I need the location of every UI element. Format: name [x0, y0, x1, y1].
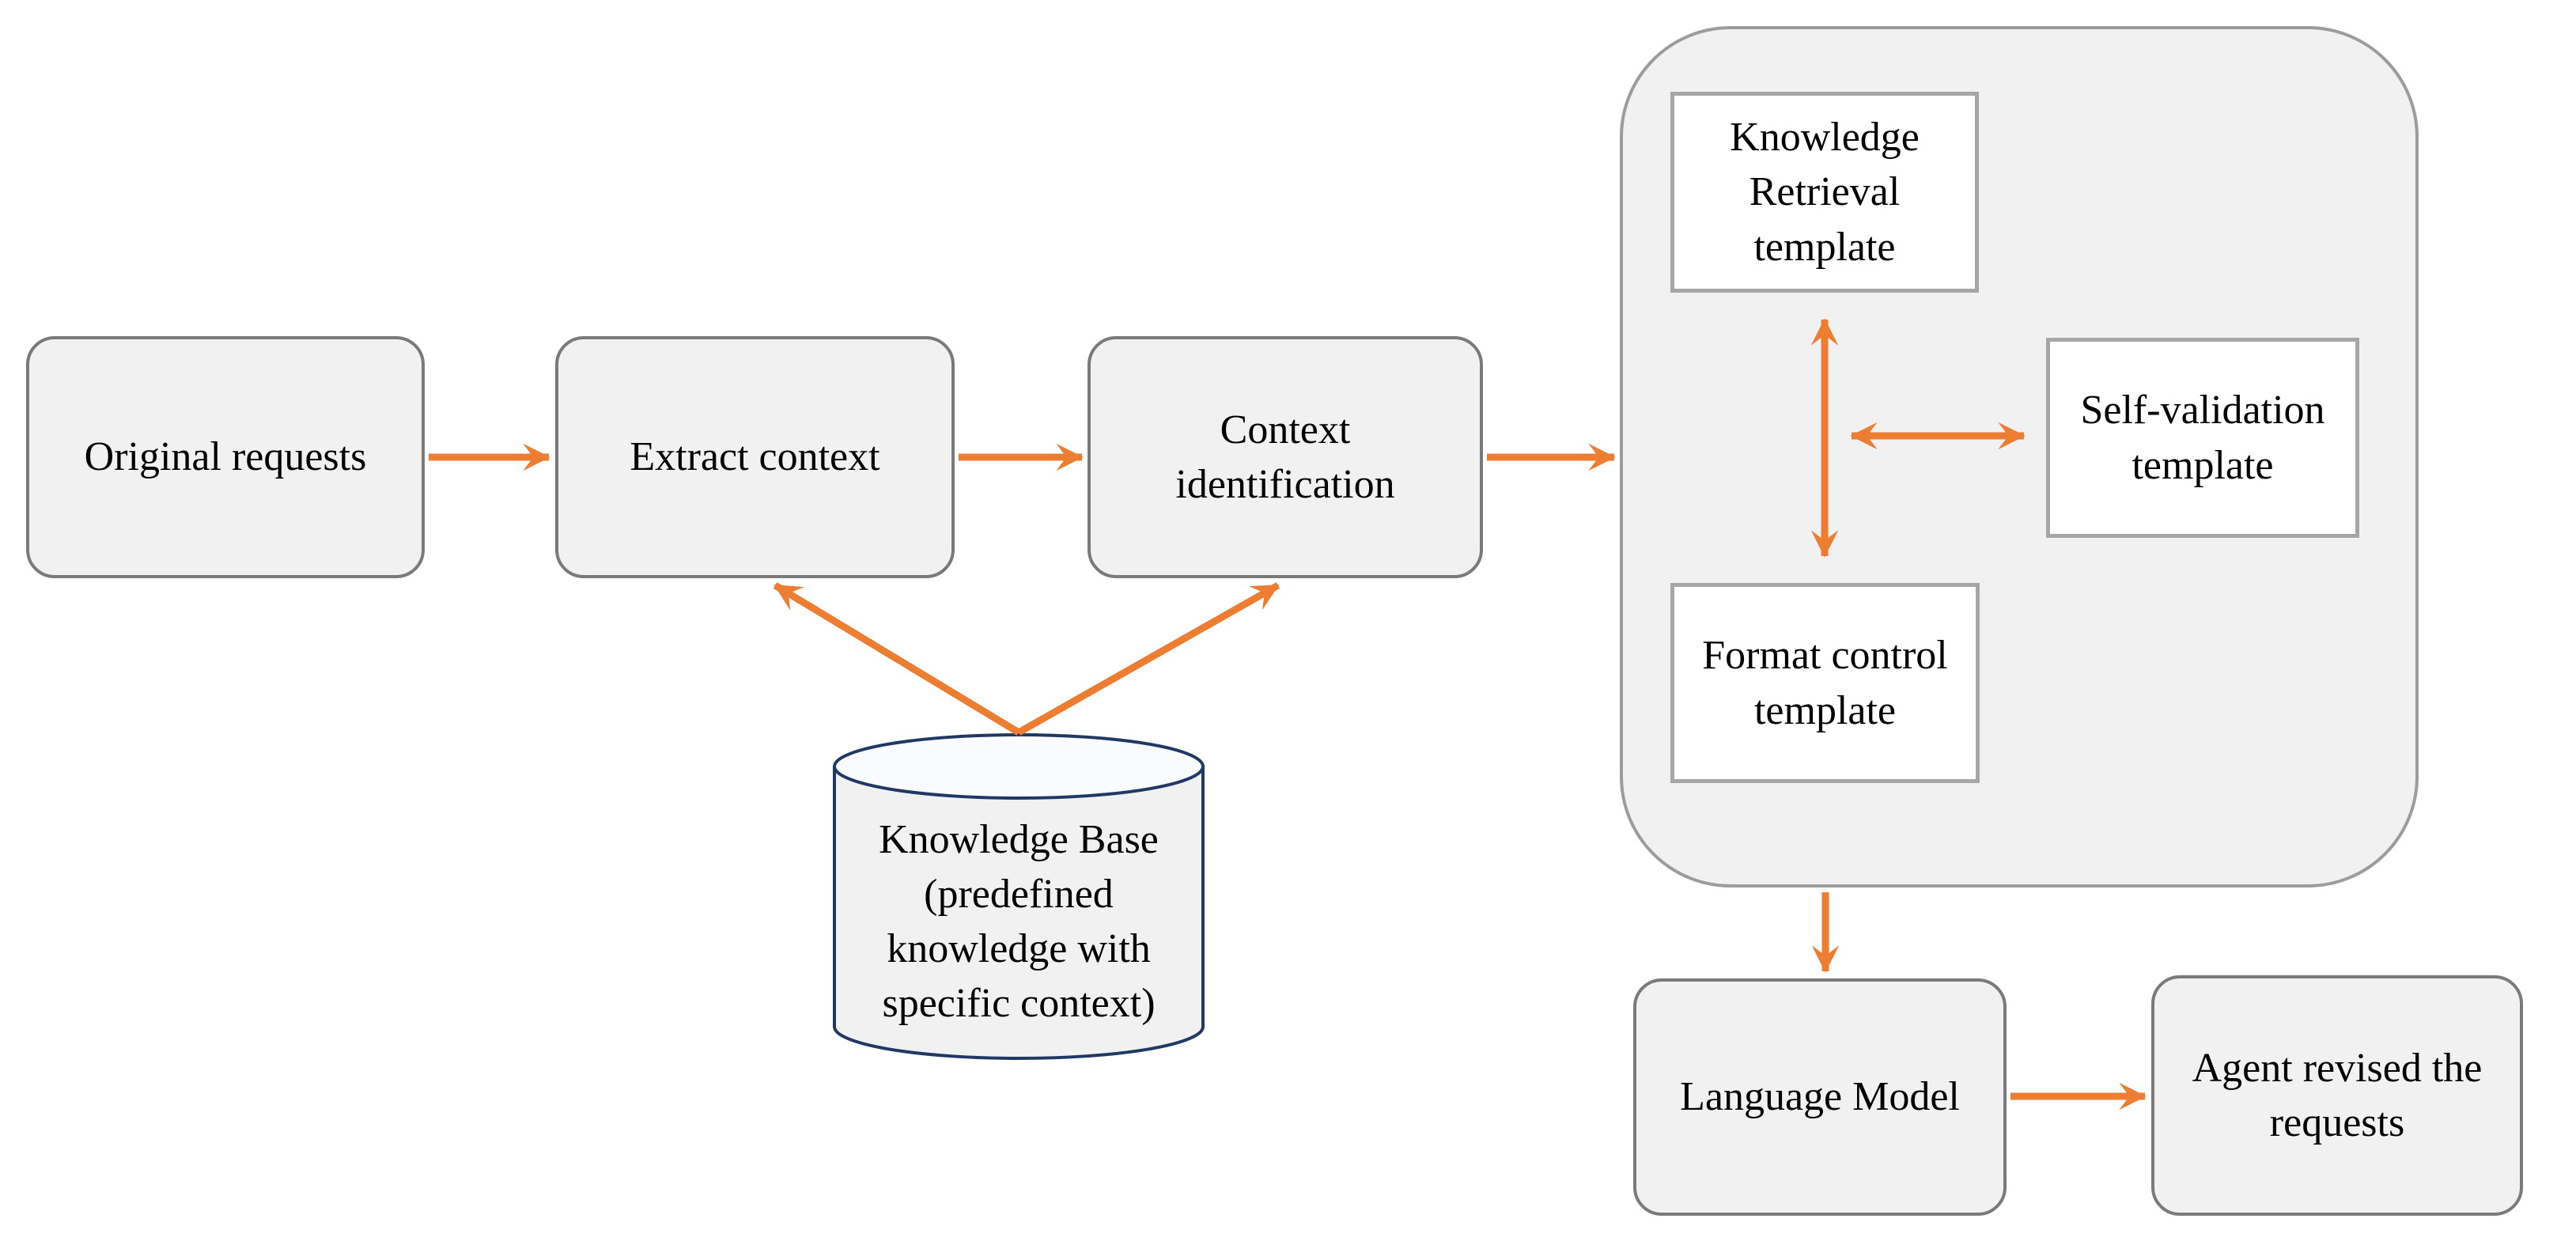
node-agent-revised-requests-label: Agent revised the requests	[2192, 1045, 2483, 1145]
node-format-control-template-label: Format control template	[1702, 633, 1948, 733]
node-self-validation-template: Self-validation template	[2046, 338, 2359, 538]
node-knowledge-retrieval-template: Knowledge Retrieval template	[1670, 92, 1979, 293]
edge-kbase-to-extract	[773, 582, 1021, 736]
node-knowledge-retrieval-template-label: Knowledge Retrieval template	[1730, 115, 1920, 270]
node-language-model-label: Language Model	[1680, 1074, 1960, 1120]
node-context-identification: Context identification	[1088, 336, 1483, 578]
node-extract-context-label: Extract context	[630, 434, 880, 480]
node-knowledge-base-label: Knowledge Base (predefined knowledge wit…	[879, 816, 1159, 1027]
edge-kbase-to-context	[1016, 582, 1280, 736]
node-extract-context: Extract context	[555, 336, 955, 578]
node-context-identification-label: Context identification	[1175, 407, 1395, 507]
node-language-model: Language Model	[1633, 978, 2007, 1216]
node-original-requests-label: Original requests	[84, 434, 367, 480]
node-self-validation-template-label: Self-validation template	[2080, 388, 2325, 488]
node-agent-revised-requests: Agent revised the requests	[2151, 975, 2523, 1216]
node-original-requests: Original requests	[26, 336, 425, 578]
node-format-control-template: Format control template	[1670, 583, 1980, 783]
node-knowledge-base: Knowledge Base (predefined knowledge wit…	[833, 791, 1205, 1052]
